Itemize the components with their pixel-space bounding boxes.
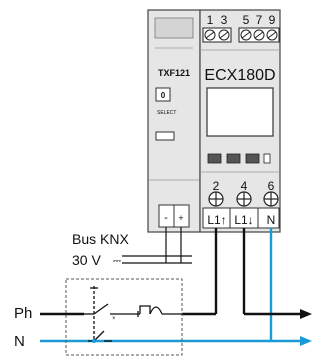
terminal-bottom-4: 4 [241, 179, 248, 193]
contactor-symbol: × [65, 278, 183, 356]
terminal-top-3: 3 [221, 13, 228, 27]
bus-plus-label: + [178, 213, 183, 223]
terminal-top-5: 5 [243, 13, 250, 27]
terminal-top-9: 9 [269, 13, 276, 27]
lcd-display [206, 87, 274, 137]
bus-wires [122, 227, 192, 264]
button-1[interactable] [207, 153, 222, 164]
phase-wire [40, 228, 300, 316]
dc-symbol: ⎓ [113, 256, 121, 267]
bottom-screw-terminals [208, 191, 279, 207]
top-screw-terminals [202, 27, 280, 43]
terminal-label-l1-up: L1↑ [207, 213, 226, 227]
terminal-label-n: N [267, 213, 276, 227]
ecx180d-module: 1 3 5 7 9 ECX180D 2 4 6 [199, 9, 281, 233]
bus-knx-label: Bus KNX [72, 231, 129, 247]
phase-arrow-icon [300, 309, 312, 319]
neutral-label: N [14, 333, 25, 350]
select-display: 0 [161, 91, 166, 100]
control-buttons [207, 153, 271, 164]
neutral-arrow-icon [300, 336, 312, 346]
txf121-label: TXF121 [158, 68, 190, 78]
button-4[interactable] [263, 153, 271, 164]
phase-label: Ph [14, 305, 32, 322]
terminal-top-7: 7 [256, 13, 263, 27]
select-button[interactable] [155, 131, 175, 141]
terminal-label-l1-down: L1↓ [234, 213, 253, 227]
button-2[interactable] [226, 153, 241, 164]
terminal-bottom-6: 6 [268, 179, 275, 193]
voltage-label: 30 V [72, 252, 101, 268]
neutral-wire [40, 228, 300, 343]
select-label: SELECT [157, 110, 176, 116]
txf121-module: TXF121 0 SELECT - + [147, 9, 201, 233]
contact-mark: × [112, 316, 116, 322]
terminal-top-1: 1 [207, 13, 214, 27]
button-3[interactable] [245, 153, 260, 164]
terminal-bottom-2: 2 [213, 179, 220, 193]
bus-minus-label: - [164, 212, 168, 224]
ecx180d-label: ECX180D [204, 67, 275, 84]
